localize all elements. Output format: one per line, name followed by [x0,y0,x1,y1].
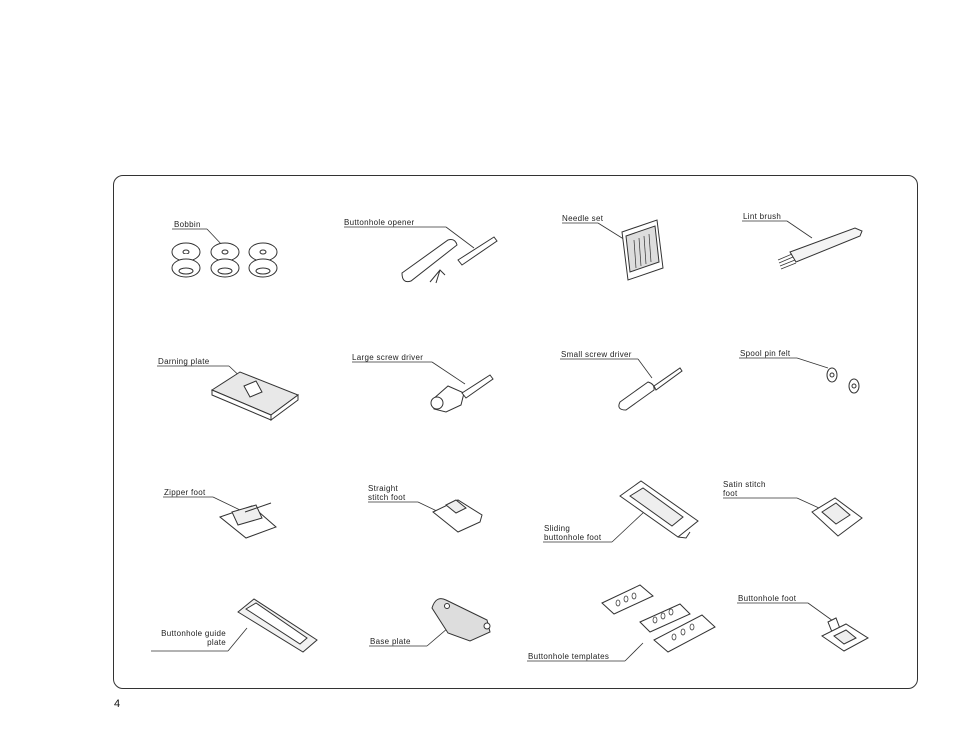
needle-set-illustration [562,220,663,280]
darning-plate-illustration [157,366,298,420]
label-lint-brush: Lint brush [743,212,781,221]
label-bobbin: Bobbin [174,220,201,229]
page-number: 4 [114,698,120,710]
small-screw-driver-illustration [560,359,682,410]
large-screw-driver-illustration [352,362,493,412]
label-sliding-buttonhole-foot: Sliding buttonhole foot [544,524,601,542]
lint-brush-illustration [742,221,862,269]
label-base-plate: Base plate [370,637,411,646]
buttonhole-opener-illustration [344,227,497,283]
label-buttonhole-guide-plate: Buttonhole guide plate [150,629,226,647]
label-needle-set: Needle set [562,214,603,223]
straight-stitch-foot-illustration [368,500,482,532]
satin-stitch-foot-illustration [723,498,862,536]
label-buttonhole-templates: Buttonhole templates [528,652,609,661]
label-satin-stitch-foot: Satin stitch foot [723,480,766,498]
zipper-foot-illustration [163,497,276,538]
label-spool-pin-felt: Spool pin felt [740,349,790,358]
spool-pin-felt-illustration [739,358,859,393]
label-buttonhole-foot: Buttonhole foot [738,594,796,603]
label-darning-plate: Darning plate [158,357,210,366]
label-straight-stitch-foot: Straight stitch foot [368,484,406,502]
bobbin-illustration [172,229,277,277]
buttonhole-foot-illustration [737,603,868,651]
label-large-screw-driver: Large screw driver [352,353,423,362]
buttonhole-templates-illustration [527,585,715,661]
label-small-screw-driver: Small screw driver [561,350,632,359]
label-buttonhole-opener: Buttonhole opener [344,218,415,227]
label-zipper-foot: Zipper foot [164,488,206,497]
